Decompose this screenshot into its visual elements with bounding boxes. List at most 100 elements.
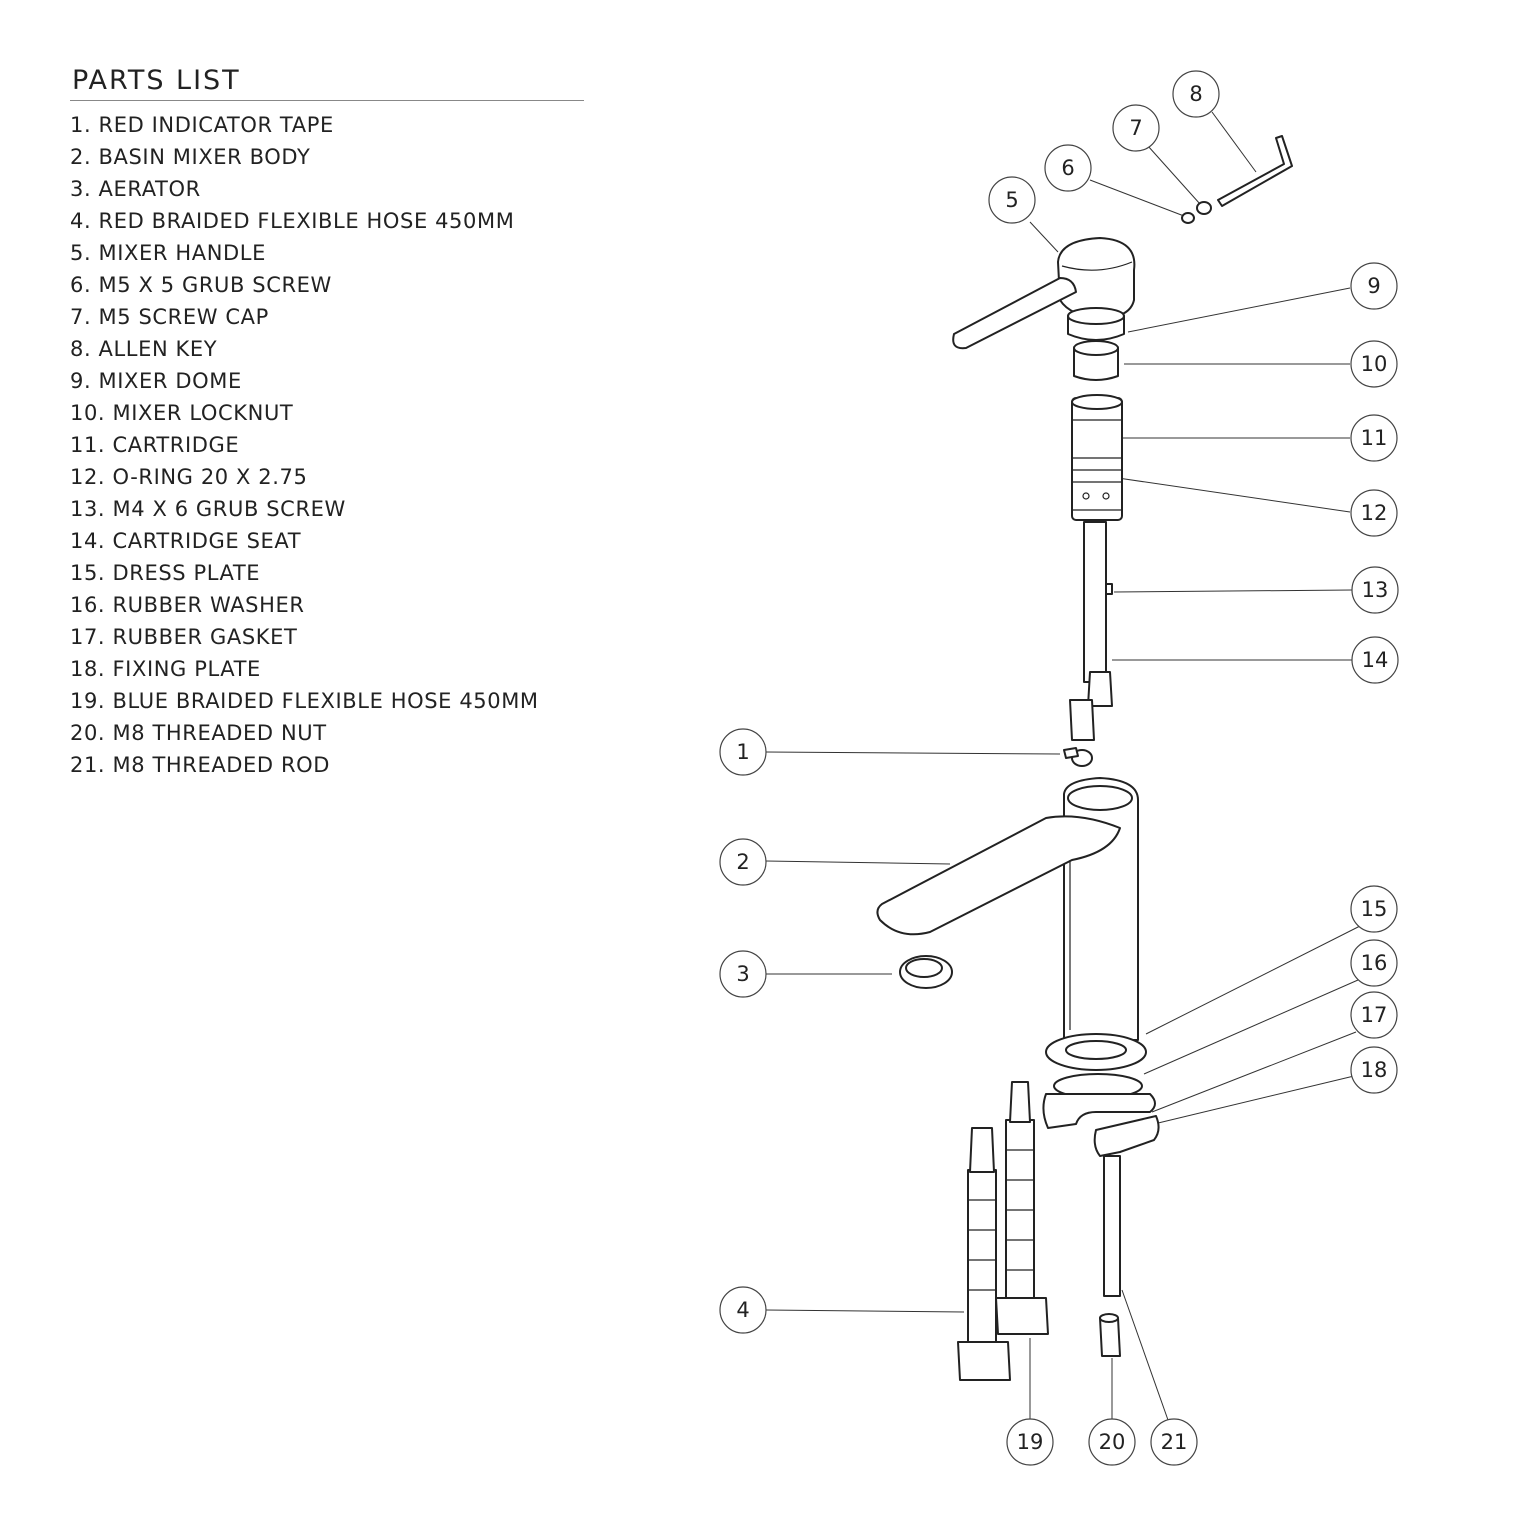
part-number: 19. bbox=[70, 689, 106, 713]
part-label: M8 THREADED ROD bbox=[112, 753, 331, 777]
rubber-gasket bbox=[1042, 1093, 1156, 1129]
part-number: 17. bbox=[70, 625, 106, 649]
part-label: MIXER DOME bbox=[98, 369, 242, 393]
part-label: ALLEN KEY bbox=[98, 337, 218, 361]
callout-12: 12 bbox=[1350, 489, 1398, 537]
callout-label: 13 bbox=[1362, 578, 1389, 602]
parts-list-item: 8. ALLEN KEY bbox=[70, 333, 584, 365]
part-number: 14. bbox=[70, 529, 106, 553]
part-number: 1. bbox=[70, 113, 92, 137]
part-number: 20. bbox=[70, 721, 106, 745]
callout-label: 8 bbox=[1189, 82, 1202, 106]
callout-2: 2 bbox=[719, 838, 767, 886]
callout-10: 10 bbox=[1350, 340, 1398, 388]
callout-label: 3 bbox=[736, 962, 749, 986]
leader-line-8 bbox=[1211, 111, 1257, 173]
part-number: 13. bbox=[70, 497, 106, 521]
part-number: 3. bbox=[70, 177, 92, 201]
parts-list-item: 20. M8 THREADED NUT bbox=[70, 717, 584, 749]
parts-list-item: 18. FIXING PLATE bbox=[70, 653, 584, 685]
part-number: 12. bbox=[70, 465, 106, 489]
callout-6: 6 bbox=[1044, 144, 1092, 192]
callout-9: 9 bbox=[1350, 262, 1398, 310]
leader-line-1 bbox=[765, 751, 1061, 755]
leader-line-7 bbox=[1147, 145, 1201, 205]
parts-list-item: 3. AERATOR bbox=[70, 173, 584, 205]
parts-list-item: 19. BLUE BRAIDED FLEXIBLE HOSE 450MM bbox=[70, 685, 584, 717]
callout-label: 11 bbox=[1361, 426, 1388, 450]
part-label: CARTRIDGE SEAT bbox=[112, 529, 302, 553]
part-number: 4. bbox=[70, 209, 92, 233]
callout-8: 8 bbox=[1172, 70, 1220, 118]
dress-plate bbox=[1045, 1033, 1147, 1071]
callout-label: 17 bbox=[1361, 1003, 1388, 1027]
red-braided-hose bbox=[957, 1127, 1011, 1381]
part-label: RED BRAIDED FLEXIBLE HOSE 450MM bbox=[98, 209, 515, 233]
part-label: M5 X 5 GRUB SCREW bbox=[98, 273, 332, 297]
part-number: 10. bbox=[70, 401, 106, 425]
part-number: 15. bbox=[70, 561, 106, 585]
cartridge bbox=[1071, 394, 1123, 521]
parts-list-item: 4. RED BRAIDED FLEXIBLE HOSE 450MM bbox=[70, 205, 584, 237]
part-number: 21. bbox=[70, 753, 106, 777]
leader-line-17 bbox=[1151, 1031, 1357, 1113]
callout-13: 13 bbox=[1351, 566, 1399, 614]
callout-label: 6 bbox=[1061, 156, 1074, 180]
cartridge-seat bbox=[1083, 521, 1113, 707]
parts-list: PARTS LIST 1. RED INDICATOR TAPE 2. BASI… bbox=[70, 64, 584, 781]
threaded-rod bbox=[1103, 1155, 1121, 1297]
callout-4: 4 bbox=[719, 1286, 767, 1334]
part-label: M8 THREADED NUT bbox=[112, 721, 327, 745]
part-number: 7. bbox=[70, 305, 92, 329]
grub-screw-m5 bbox=[1181, 212, 1195, 224]
part-label: M4 X 6 GRUB SCREW bbox=[112, 497, 346, 521]
callout-label: 16 bbox=[1361, 951, 1388, 975]
parts-list-item: 15. DRESS PLATE bbox=[70, 557, 584, 589]
parts-list-title: PARTS LIST bbox=[70, 64, 584, 101]
callout-15: 15 bbox=[1350, 885, 1398, 933]
callout-17: 17 bbox=[1350, 991, 1398, 1039]
red-indicator-tape bbox=[1063, 747, 1093, 767]
parts-list-item: 2. BASIN MIXER BODY bbox=[70, 141, 584, 173]
callout-label: 15 bbox=[1361, 897, 1388, 921]
callout-19: 19 bbox=[1006, 1418, 1054, 1466]
parts-list-item: 11. CARTRIDGE bbox=[70, 429, 584, 461]
part-label: MIXER LOCKNUT bbox=[112, 401, 294, 425]
aerator bbox=[899, 955, 953, 989]
mixer-handle bbox=[952, 237, 1136, 350]
screw-cap bbox=[1196, 201, 1212, 215]
leader-line-18 bbox=[1153, 1075, 1355, 1125]
callout-label: 5 bbox=[1005, 188, 1018, 212]
parts-list-item: 12. O-RING 20 X 2.75 bbox=[70, 461, 584, 493]
part-label: M5 SCREW CAP bbox=[98, 305, 269, 329]
callout-label: 1 bbox=[736, 740, 749, 764]
parts-list-item: 5. MIXER HANDLE bbox=[70, 237, 584, 269]
part-number: 5. bbox=[70, 241, 92, 265]
part-label: BLUE BRAIDED FLEXIBLE HOSE 450MM bbox=[112, 689, 539, 713]
callout-7: 7 bbox=[1112, 104, 1160, 152]
leader-line-21 bbox=[1121, 1289, 1169, 1421]
cartridge-seat-lower bbox=[1069, 699, 1095, 741]
part-label: RED INDICATOR TAPE bbox=[98, 113, 334, 137]
part-number: 11. bbox=[70, 433, 106, 457]
part-label: MIXER HANDLE bbox=[98, 241, 266, 265]
fixing-plate bbox=[1093, 1115, 1160, 1157]
callout-18: 18 bbox=[1350, 1046, 1398, 1094]
parts-list-item: 7. M5 SCREW CAP bbox=[70, 301, 584, 333]
parts-list-item: 6. M5 X 5 GRUB SCREW bbox=[70, 269, 584, 301]
parts-list-item: 21. M8 THREADED ROD bbox=[70, 749, 584, 781]
callout-label: 12 bbox=[1361, 501, 1388, 525]
leader-line-13 bbox=[1113, 589, 1353, 593]
callout-11: 11 bbox=[1350, 414, 1398, 462]
part-label: O-RING 20 X 2.75 bbox=[112, 465, 308, 489]
mixer-locknut bbox=[1073, 340, 1119, 381]
callout-label: 20 bbox=[1099, 1430, 1126, 1454]
parts-list-items: 1. RED INDICATOR TAPE 2. BASIN MIXER BOD… bbox=[70, 109, 584, 781]
leader-line-15 bbox=[1145, 925, 1361, 1035]
callout-label: 18 bbox=[1361, 1058, 1388, 1082]
part-number: 9. bbox=[70, 369, 92, 393]
leader-line-6 bbox=[1089, 179, 1185, 217]
parts-list-item: 17. RUBBER GASKET bbox=[70, 621, 584, 653]
part-number: 16. bbox=[70, 593, 106, 617]
